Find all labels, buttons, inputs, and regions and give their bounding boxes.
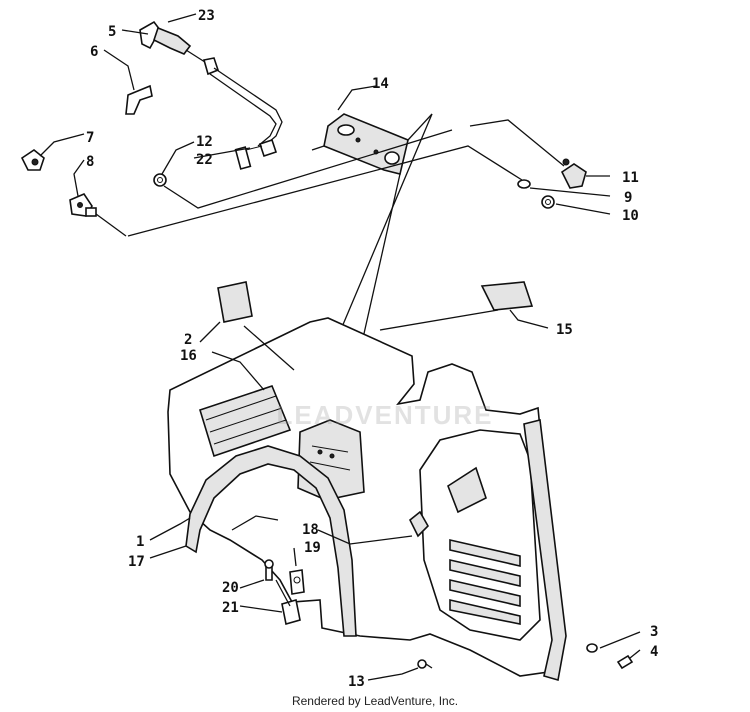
- callout-14: 14: [372, 76, 389, 92]
- nut-12: [153, 173, 167, 187]
- callout-3: 3: [650, 624, 658, 640]
- hood-body: [167, 317, 567, 682]
- dash-panel-14: [323, 113, 409, 175]
- callout-5: 5: [108, 24, 116, 40]
- callout-18: 18: [302, 522, 319, 538]
- callout-8: 8: [86, 154, 94, 170]
- bracket-6: [125, 84, 153, 115]
- callout-10: 10: [622, 208, 639, 224]
- screw-4: [616, 654, 634, 670]
- callout-1: 1: [136, 534, 144, 550]
- callout-15: 15: [556, 322, 573, 338]
- callout-13: 13: [348, 674, 365, 690]
- decal-2: [217, 281, 253, 323]
- callout-2: 2: [184, 332, 192, 348]
- callout-23: 23: [198, 8, 215, 24]
- callout-4: 4: [650, 644, 658, 660]
- rivet-20: [264, 559, 274, 581]
- callout-11: 11: [622, 170, 639, 186]
- screw-13: [417, 659, 433, 669]
- callout-21: 21: [222, 600, 239, 616]
- callout-19: 19: [304, 540, 321, 556]
- clip-19: [289, 569, 305, 595]
- callout-labels: 5 23 6 7 8 12 22 14 11 9 10 2 16 15 1 17…: [86, 8, 658, 690]
- decal-15: [480, 281, 534, 311]
- callout-12: 12: [196, 134, 213, 150]
- washer-9: [517, 179, 531, 189]
- washer-3: [586, 643, 598, 653]
- nut-10: [541, 195, 555, 209]
- footer-credit: Rendered by LeadVenture, Inc.: [291, 694, 459, 708]
- callout-7: 7: [86, 130, 94, 146]
- switch-8: [69, 193, 97, 217]
- callout-22: 22: [196, 152, 213, 168]
- callout-16: 16: [180, 348, 197, 364]
- leader-lines: [39, 13, 641, 681]
- toggle-switch-11: [560, 158, 587, 189]
- choke-cable-assembly: [139, 20, 283, 170]
- clip-21: [275, 579, 301, 626]
- callout-9: 9: [624, 190, 632, 206]
- callout-20: 20: [222, 580, 239, 596]
- callout-17: 17: [128, 554, 145, 570]
- callout-6: 6: [90, 44, 98, 60]
- watermark: LEADVENTURE: [276, 400, 494, 430]
- knob-7: [20, 149, 45, 171]
